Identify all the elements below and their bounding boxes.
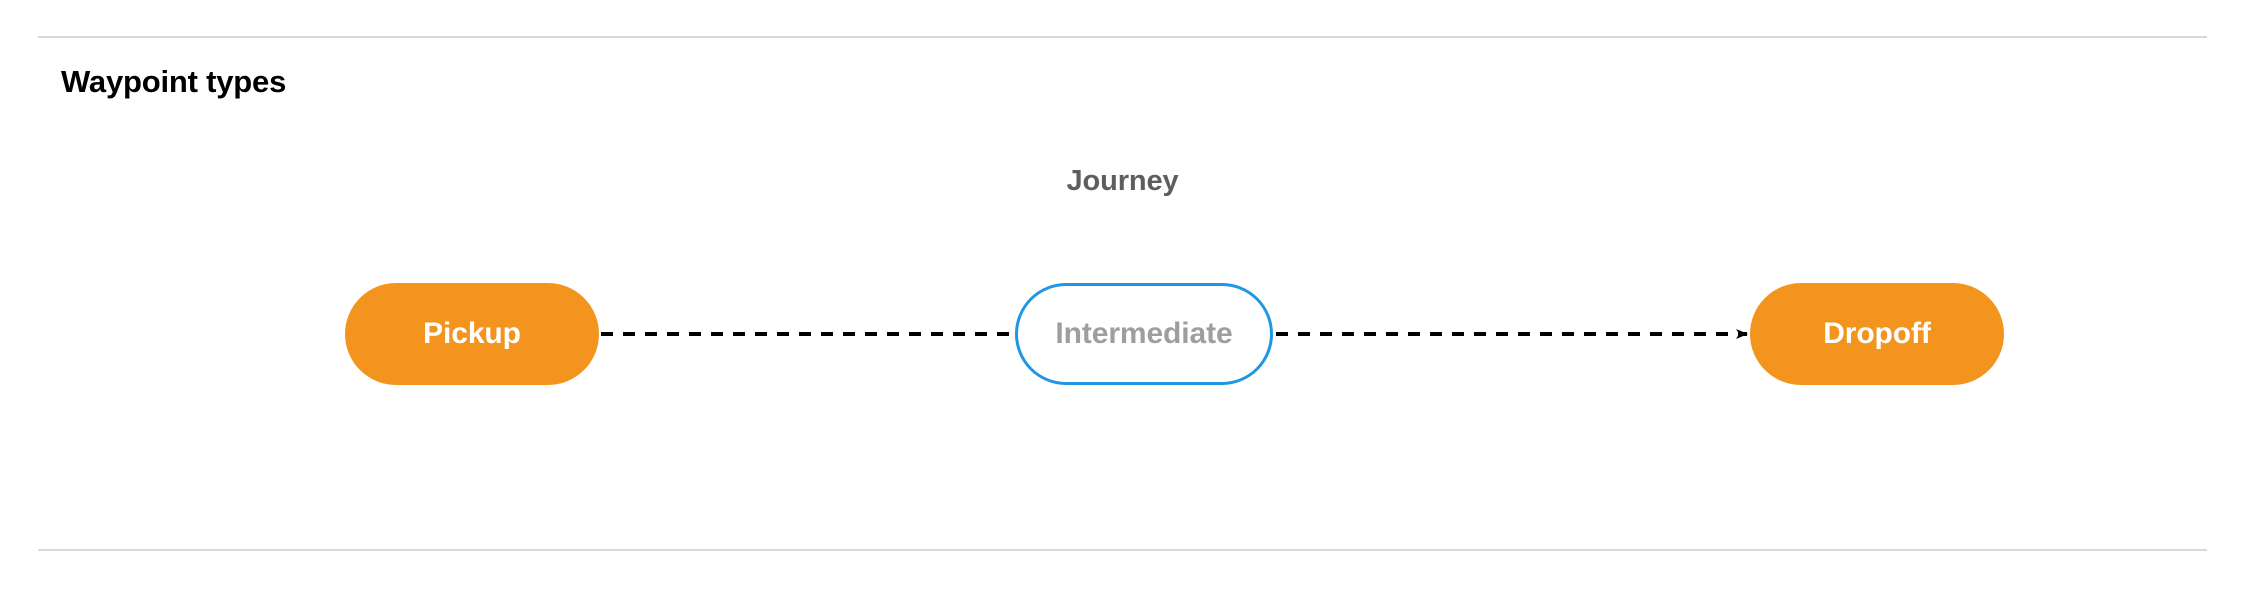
node-intermediate-label: Intermediate <box>1055 317 1233 350</box>
cluster-label-journey: Journey <box>1066 165 1179 197</box>
node-dropoff[interactable]: Dropoff <box>1750 283 2004 385</box>
page-title: Waypoint types <box>61 64 287 99</box>
node-intermediate[interactable]: Intermediate <box>1015 283 1273 385</box>
journey-diagram: Journey Pickup Intermediate Dropoff <box>0 140 2245 440</box>
node-pickup-label: Pickup <box>423 317 521 350</box>
node-pickup[interactable]: Pickup <box>345 283 599 385</box>
node-dropoff-label: Dropoff <box>1823 317 1931 350</box>
section-top-divider <box>38 36 2207 38</box>
flow-connectors <box>601 329 1748 339</box>
section-bottom-divider <box>38 549 2207 551</box>
